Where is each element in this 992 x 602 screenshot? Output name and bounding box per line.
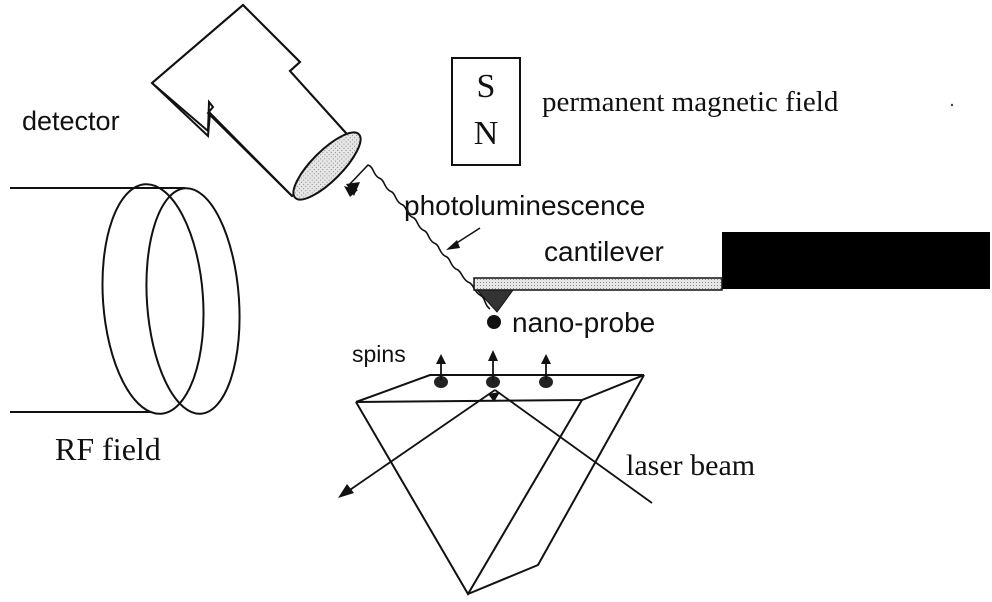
rf-coil-loop-1 — [101, 183, 205, 415]
nano-probe — [487, 315, 501, 329]
photoluminescence-wave — [347, 164, 491, 310]
rf-coil — [10, 183, 241, 415]
spin-3 — [539, 354, 553, 388]
magnet-south-pole: S — [476, 68, 496, 105]
prism-top-face — [355, 374, 645, 403]
label-photoluminescence: photoluminescence — [404, 190, 646, 221]
label-nano-probe: nano-probe — [512, 307, 656, 338]
spin-1 — [434, 354, 448, 388]
laser-beam-out — [343, 389, 496, 495]
cantilever-beam — [473, 277, 723, 291]
label-laser-beam: laser beam — [626, 449, 756, 482]
label-rf-field: RF field — [55, 431, 161, 467]
diamond-prism — [355, 374, 645, 596]
magnet-north-pole: N — [473, 115, 499, 152]
cantilever — [473, 232, 990, 329]
label-permanent-magnetic-field: permanent magnetic field — [542, 86, 839, 118]
laser-beam-arrowhead — [338, 484, 354, 498]
label-detector: detector — [22, 106, 120, 136]
permanent-magnet — [451, 57, 521, 166]
label-cantilever: cantilever — [544, 236, 664, 267]
label-spins: spins — [352, 341, 406, 367]
detector — [150, 3, 362, 201]
detector-lens — [292, 131, 362, 201]
rf-coil-loop-2 — [145, 187, 241, 415]
laser-beam-in — [494, 389, 653, 504]
cantilever-tip — [475, 289, 514, 313]
cantilever-base — [722, 232, 990, 289]
spin-2 — [486, 350, 500, 388]
laser-focus-mark — [488, 392, 500, 402]
spins — [434, 350, 553, 402]
